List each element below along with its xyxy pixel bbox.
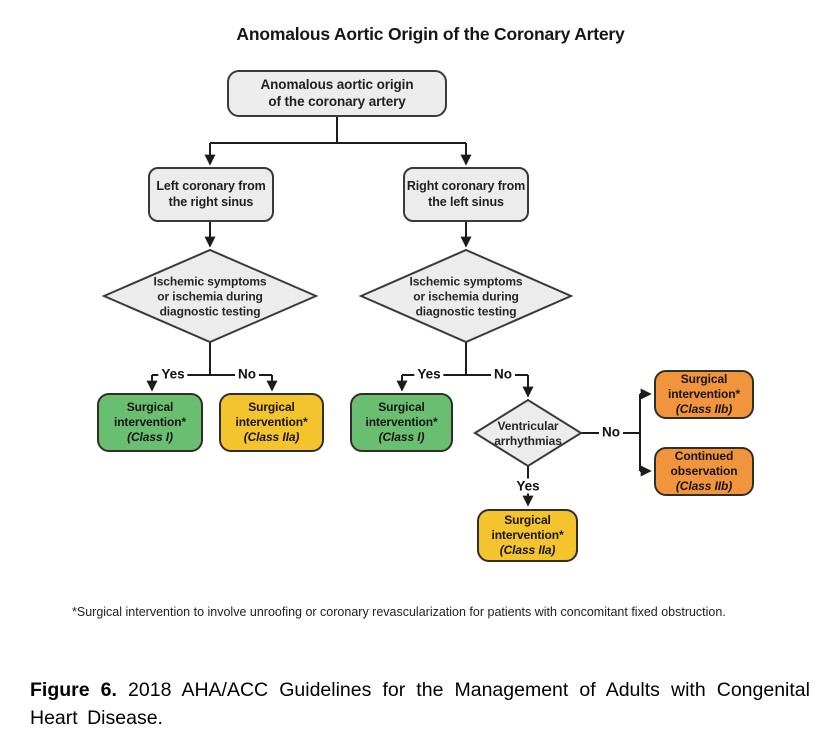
- outcome-label: Surgical intervention*: [491, 513, 564, 542]
- figure-title: Anomalous Aortic Origin of the Coronary …: [236, 24, 625, 44]
- outcome-class: (Class IIa): [243, 430, 300, 445]
- flow-connectors: [101, 117, 652, 507]
- outcome-class: (Class IIa): [499, 543, 556, 558]
- flowchart: Anomalous aortic origin of the coronary …: [97, 70, 754, 562]
- outcome-class: (Class IIb): [675, 479, 733, 494]
- outcome-va-surgical-class-iib: Surgical intervention* (Class IIb): [654, 370, 754, 419]
- ventricular-arrhythmias-diamond: [473, 398, 583, 468]
- edge-label-left-no: No: [235, 366, 259, 382]
- outcome-label: Surgical intervention*: [365, 400, 438, 429]
- outcome-label: Continued observation: [670, 449, 738, 478]
- left-decision-diamond: [101, 248, 319, 344]
- node-root: Anomalous aortic origin of the coronary …: [227, 70, 447, 117]
- outcome-right-surgical-class-i: Surgical intervention* (Class I): [350, 393, 453, 452]
- edge-label-left-yes: Yes: [158, 366, 188, 382]
- footnote: *Surgical intervention to involve unroof…: [72, 605, 726, 619]
- node-left-coronary-branch: Left coronary from the right sinus: [148, 167, 274, 222]
- edge-label-va-yes: Yes: [513, 478, 543, 494]
- outcome-class: (Class I): [378, 430, 425, 445]
- right-decision-diamond: [358, 248, 574, 344]
- outcome-class: (Class IIb): [675, 402, 733, 417]
- left-decision-label: Ischemic symptoms or ischemia during dia…: [153, 274, 267, 319]
- connector-root-split: [210, 117, 466, 144]
- outcome-continued-observation-class-iib: Continued observation (Class IIb): [654, 447, 754, 496]
- figure-caption: Figure 6. 2018 AHA/ACC Guidelines for th…: [30, 676, 810, 732]
- outcome-label: Surgical intervention*: [235, 400, 308, 429]
- outcome-label: Surgical intervention*: [113, 400, 187, 429]
- figure-caption-text: 2018 AHA/ACC Guidelines for the Manageme…: [30, 679, 810, 729]
- edge-label-right-no: No: [491, 366, 515, 382]
- ventricular-arrhythmias-label: Ventricular arrhythmias: [494, 419, 562, 448]
- outcome-va-surgical-class-iia: Surgical intervention* (Class IIa): [477, 509, 578, 562]
- node-right-coronary-branch: Right coronary from the left sinus: [403, 167, 529, 222]
- outcome-class: (Class I): [127, 430, 173, 445]
- edge-label-right-yes: Yes: [414, 366, 444, 382]
- right-decision-label: Ischemic symptoms or ischemia during dia…: [409, 274, 523, 319]
- outcome-label: Surgical intervention*: [667, 372, 741, 401]
- edge-label-va-no: No: [599, 424, 623, 440]
- outcome-left-surgical-class-i: Surgical intervention* (Class I): [97, 393, 203, 452]
- outcome-left-surgical-class-iia: Surgical intervention* (Class IIa): [219, 393, 324, 452]
- figure-caption-label: Figure 6.: [30, 679, 117, 701]
